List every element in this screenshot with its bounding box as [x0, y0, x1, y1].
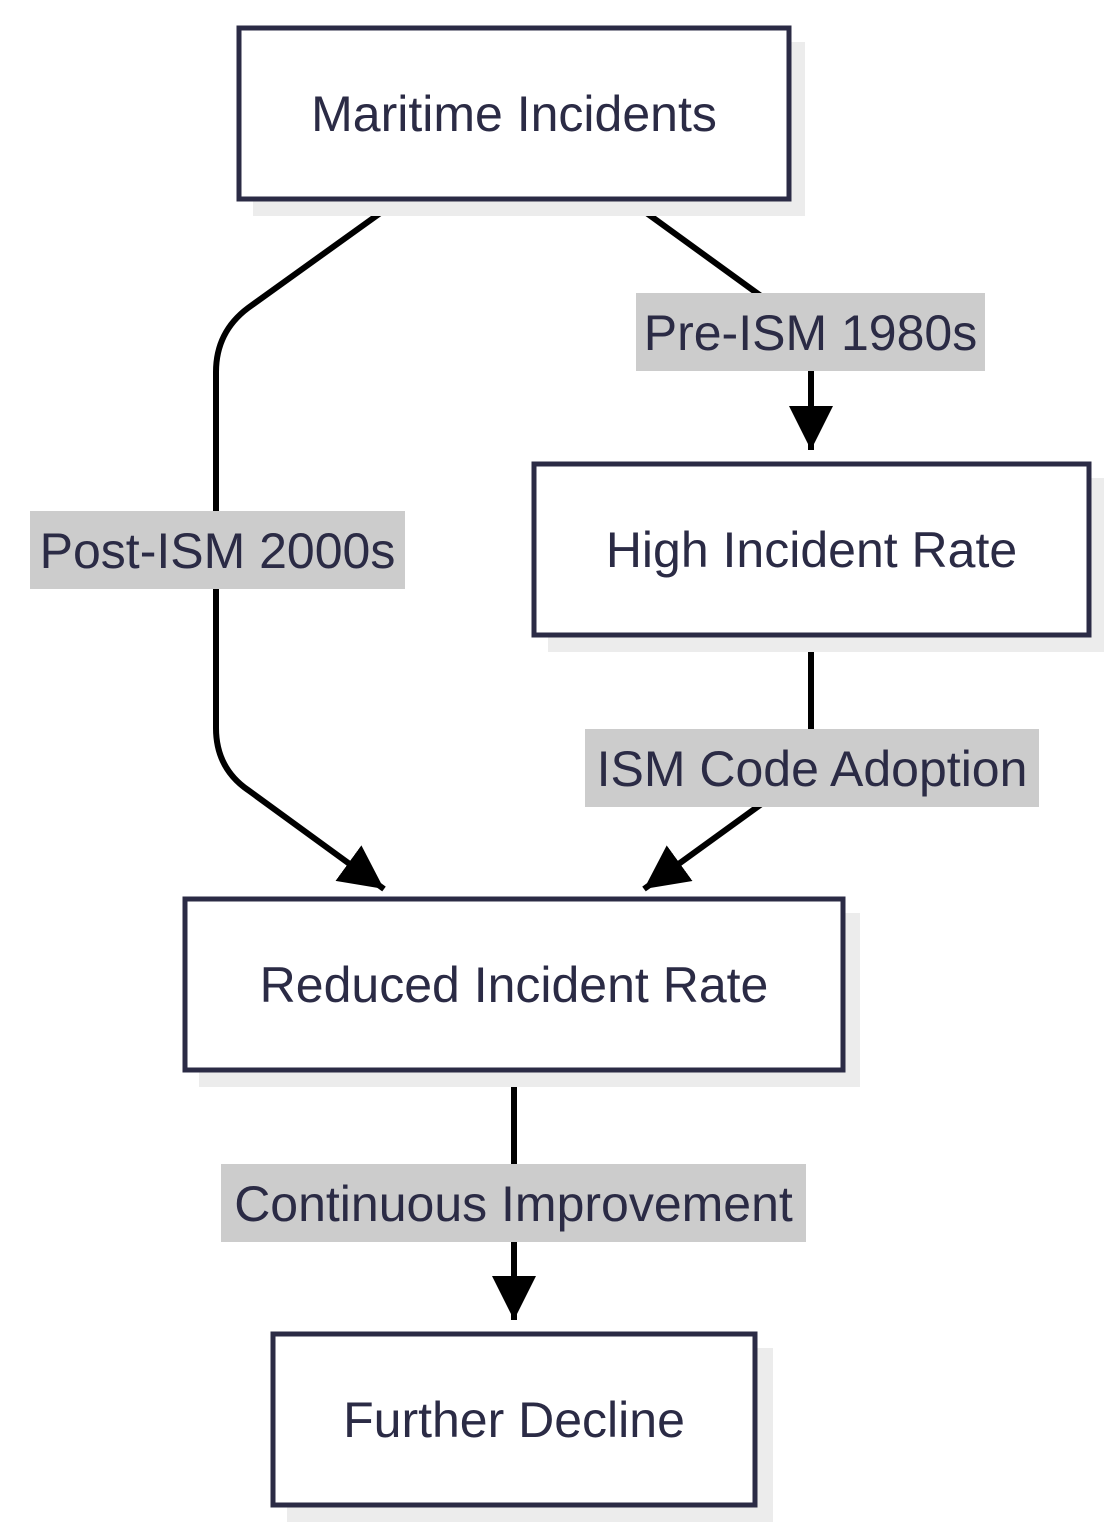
edge-label-text: Continuous Improvement: [234, 1176, 793, 1232]
node-reduced-incident-rate: Reduced Incident Rate: [182, 896, 860, 1087]
edge-label-bg: [585, 729, 1039, 807]
node-high-incident-rate: High Incident Rate: [531, 461, 1104, 652]
node-box: [182, 896, 846, 1073]
edge-label-continuous-improvement: Continuous Improvement: [221, 1164, 806, 1242]
node-label: Further Decline: [343, 1392, 685, 1448]
edge-label-text: ISM Code Adoption: [597, 741, 1028, 797]
node-maritime-incidents: Maritime Incidents: [236, 25, 805, 216]
edge-label-post-ism: Post-ISM 2000s: [30, 511, 405, 589]
node-label: Maritime Incidents: [311, 86, 717, 142]
edge-label-bg: [30, 511, 405, 589]
node-label: High Incident Rate: [606, 522, 1017, 578]
node-further-decline: Further Decline: [270, 1331, 773, 1522]
edge-label-pre-ism: Pre-ISM 1980s: [636, 293, 985, 371]
node-box: [270, 1331, 758, 1508]
node-box: [236, 25, 792, 202]
node-label: Reduced Incident Rate: [260, 957, 769, 1013]
edge-label-text: Pre-ISM 1980s: [644, 305, 977, 361]
edge-label-bg: [636, 293, 985, 371]
edge-label-ism-adoption: ISM Code Adoption: [585, 729, 1039, 807]
node-box: [531, 461, 1092, 638]
edge-label-text: Post-ISM 2000s: [40, 523, 396, 579]
edge-label-bg: [221, 1164, 806, 1242]
